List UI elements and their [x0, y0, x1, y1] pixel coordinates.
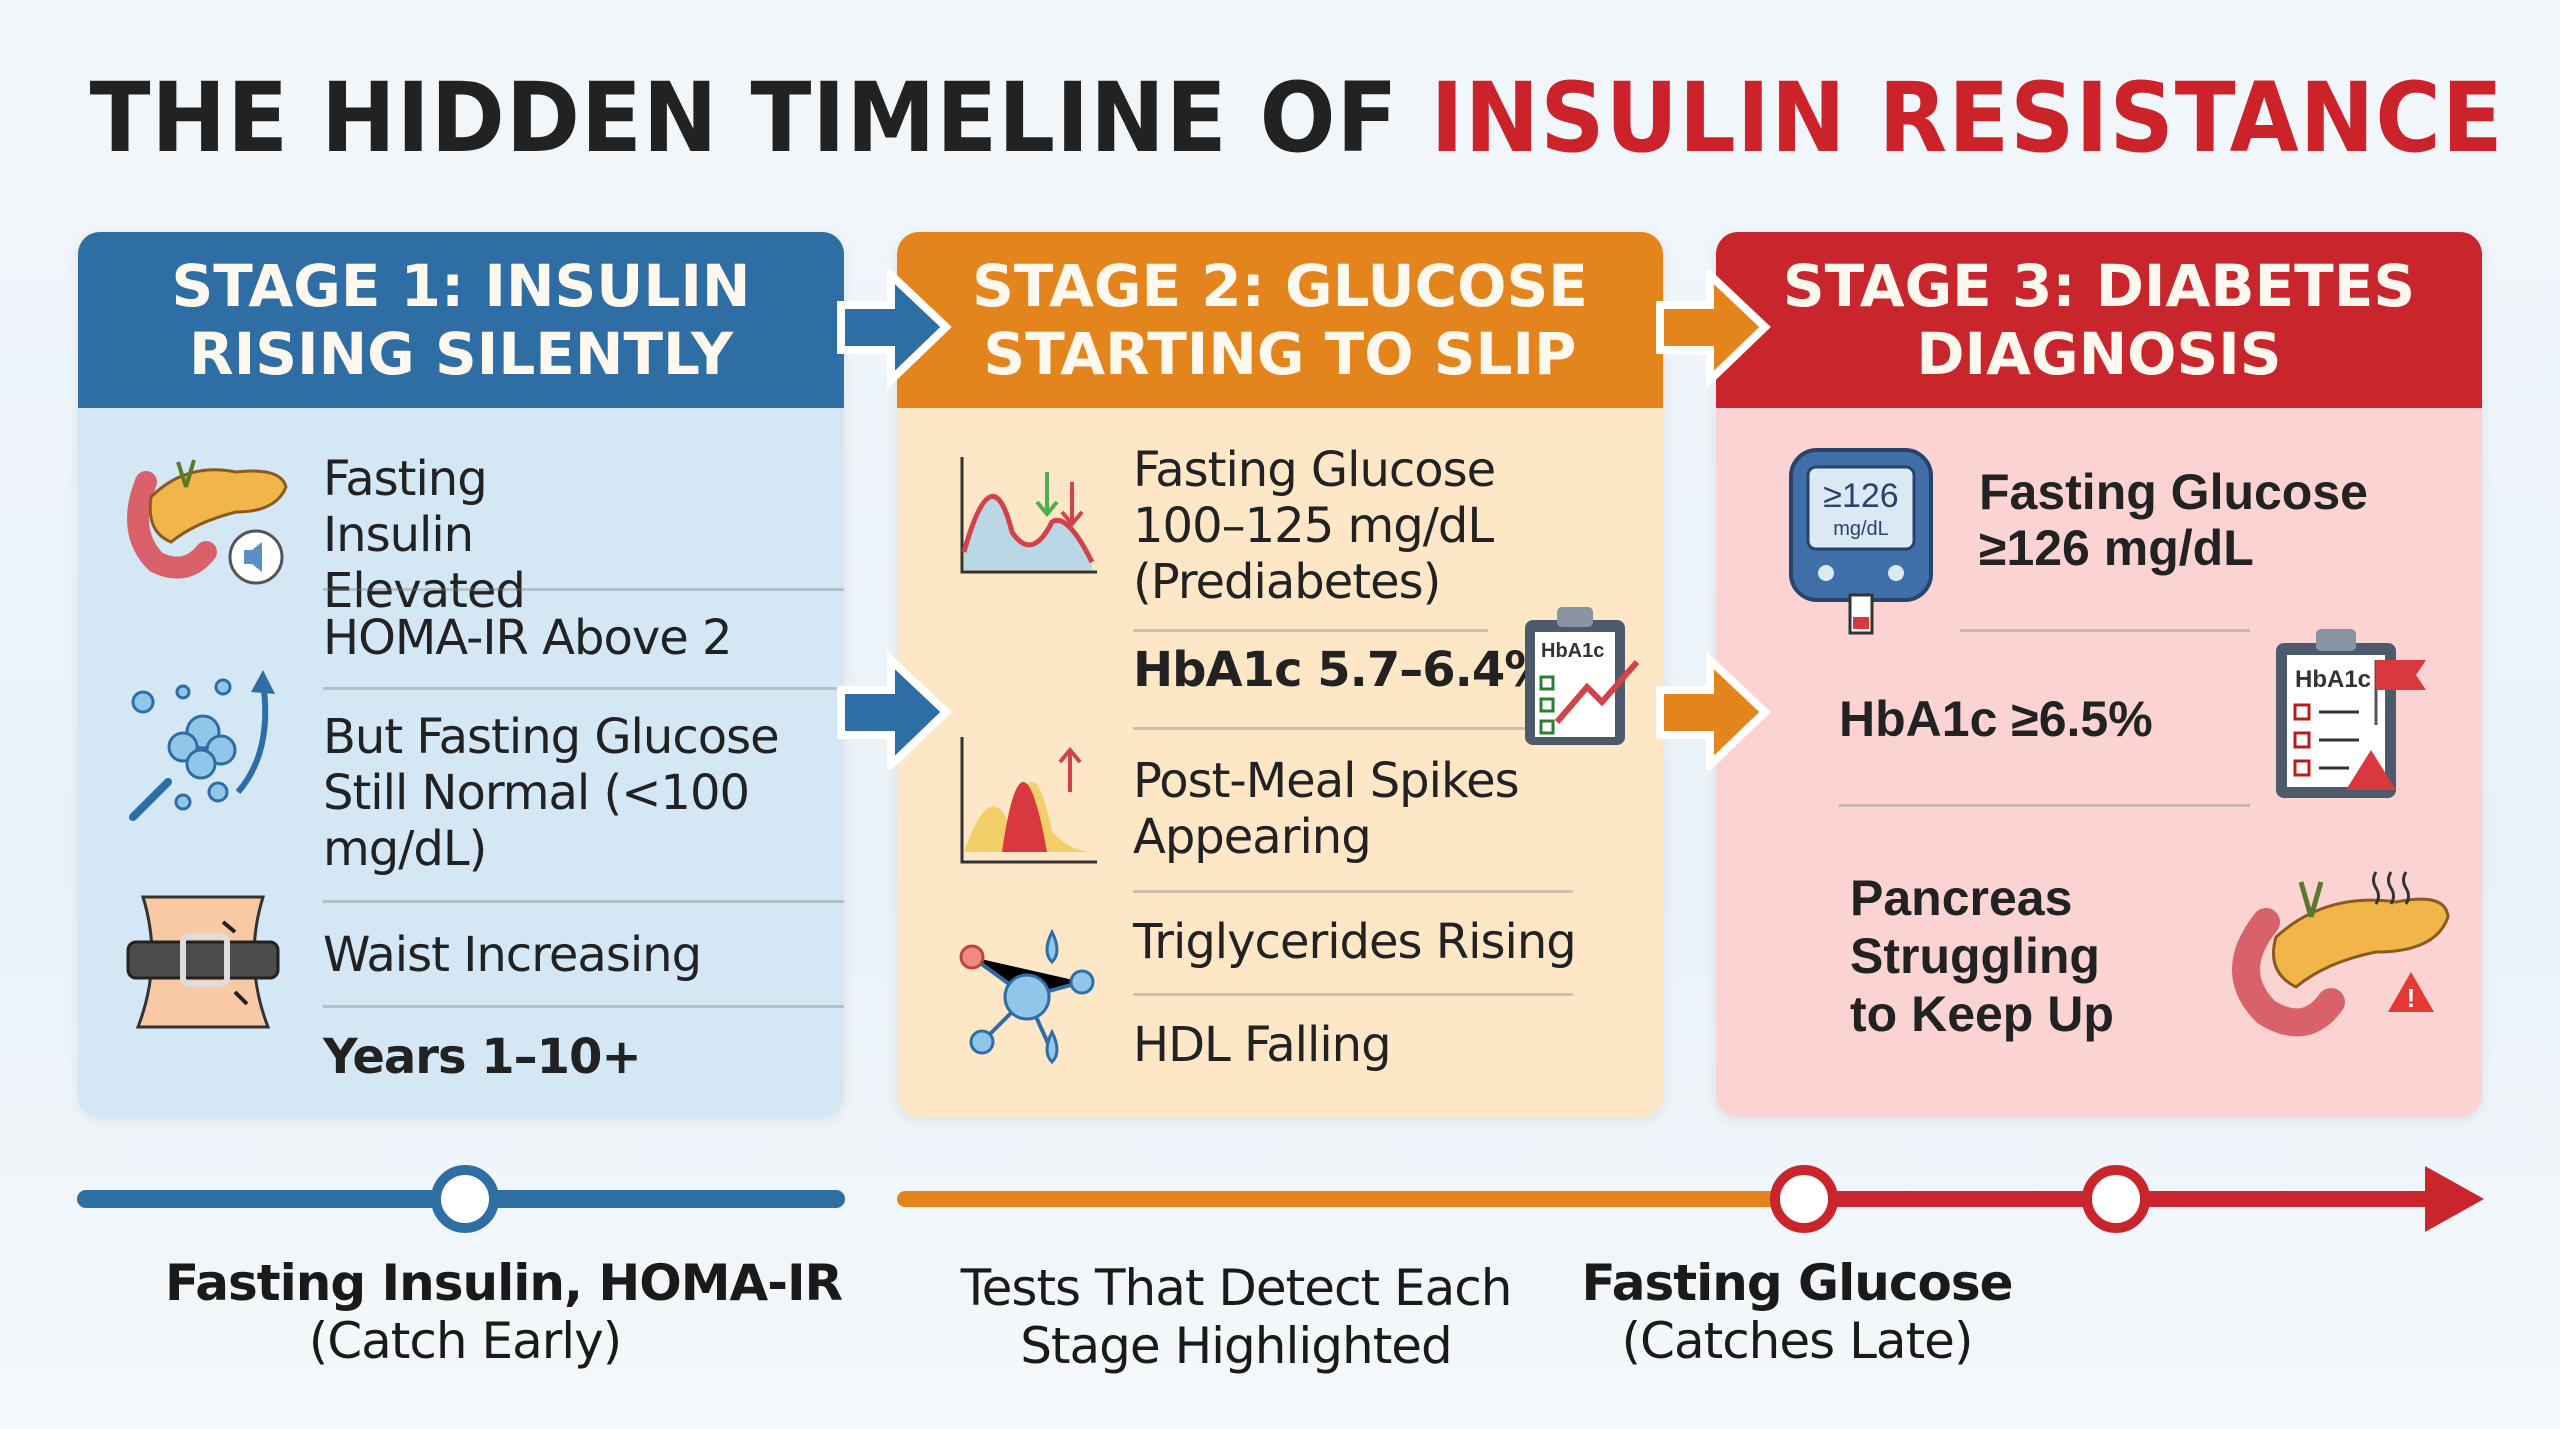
- divider: [323, 588, 844, 591]
- divider: [1133, 890, 1573, 893]
- hba1c-clipboard-flag-icon: HbA1c: [2276, 629, 2426, 798]
- molecule-icon: [959, 928, 1095, 1065]
- hba1c-clipboard-icon: HbA1c: [1525, 607, 1640, 745]
- timeline-marker: [2082, 1165, 2150, 1233]
- divider: [323, 687, 844, 690]
- pancreas-icon: [127, 459, 288, 585]
- stage-2-panel: STAGE 2: GLUCOSE STARTING TO SLIP Fastin…: [897, 232, 1663, 1117]
- middle-label-line2: Stage Highlighted: [1020, 1317, 1453, 1375]
- spike-chart-icon: [960, 737, 1097, 864]
- middle-label-line1: Tests That Detect Each: [960, 1259, 1513, 1317]
- arrow-right-icon: [837, 650, 952, 770]
- stage-2-item: Post-Meal Spikes Appearing: [1133, 753, 1520, 865]
- divider: [1133, 727, 1573, 730]
- left-label-title: Fasting Insulin, HOMA-IR: [165, 1254, 843, 1312]
- glucose-chart-icon: [960, 457, 1097, 574]
- glucose-meter-icon: ≥126 mg/dL: [1789, 448, 1933, 635]
- clipboard-label: HbA1c: [2295, 666, 2371, 693]
- stage-3-item: Pancreas Struggling to Keep Up: [1850, 870, 2114, 1042]
- belt-waist-icon: [126, 895, 280, 1029]
- stage-1-item: But Fasting Glucose Still Normal (<100 m…: [323, 709, 780, 877]
- divider: [323, 1005, 844, 1008]
- stage-2-header: STAGE 2: GLUCOSE STARTING TO SLIP: [897, 232, 1663, 408]
- stage-2-item: HbA1c 5.7–6.4%: [1133, 642, 1552, 698]
- stage-1-to-2-arrows: [837, 270, 952, 770]
- svg-text:!: !: [2407, 983, 2416, 1013]
- timeline-right-label: Fasting Glucose (Catches Late): [1497, 1254, 2097, 1370]
- stage-1-item: HOMA-IR Above 2: [323, 610, 733, 666]
- pancreas-warning-icon: !: [2232, 871, 2450, 1037]
- timeline-marker: [1770, 1165, 1838, 1233]
- title-accent: INSULIN RESISTANCE: [1430, 62, 2504, 174]
- stage-1-item: Waist Increasing: [323, 927, 702, 983]
- timeline-marker: [431, 1165, 499, 1233]
- stage-1-item: Years 1–10+: [323, 1029, 642, 1085]
- right-label-sub: (Catches Late): [1621, 1312, 1974, 1370]
- clipboard-label: HbA1c: [1541, 640, 1604, 662]
- cells-arrow-icon: [129, 670, 275, 821]
- stage-3-panel: STAGE 3: DIABETES DIAGNOSIS Fasting Gluc…: [1716, 232, 2482, 1117]
- timeline-left-label: Fasting Insulin, HOMA-IR (Catch Early): [165, 1254, 843, 1370]
- divider: [1960, 629, 2250, 632]
- stage-2-item: Triglycerides Rising: [1133, 914, 1577, 970]
- title-main: THE HIDDEN TIMELINE OF: [89, 62, 1399, 174]
- divider: [1133, 993, 1573, 996]
- timeline-middle-label: Tests That Detect Each Stage Highlighted: [936, 1259, 1536, 1375]
- stage-1-item: Fasting Insulin Elevated: [323, 451, 526, 619]
- stage-3-item: HbA1c ≥6.5%: [1839, 691, 2153, 747]
- divider: [323, 900, 844, 903]
- stage-2-item: HDL Falling: [1133, 1017, 1392, 1073]
- meter-value: ≥126: [1823, 477, 1898, 515]
- timeline-arrowhead-icon: [2425, 1166, 2484, 1232]
- stage-2-to-3-arrows: [1656, 270, 1771, 770]
- stage-1-header: STAGE 1: INSULIN RISING SILENTLY: [78, 232, 844, 408]
- stage-1-panel: STAGE 1: INSULIN RISING SILENTLY Fasting…: [78, 232, 844, 1117]
- page-title: THE HIDDEN TIMELINE OF INSULIN RESISTANC…: [89, 62, 2503, 174]
- stage-2-item: Fasting Glucose 100–125 mg/dL (Prediabet…: [1133, 442, 1496, 610]
- stage-3-item: Fasting Glucose ≥126 mg/dL: [1979, 464, 2368, 576]
- stage-3-header: STAGE 3: DIABETES DIAGNOSIS: [1716, 232, 2482, 408]
- timeline: [77, 1165, 2484, 1233]
- arrow-right-icon: [1656, 650, 1771, 770]
- right-label-title: Fasting Glucose: [1581, 1254, 2014, 1312]
- arrow-right-icon: [1656, 270, 1771, 390]
- divider: [1839, 804, 2250, 807]
- meter-unit: mg/dL: [1833, 518, 1889, 540]
- left-label-sub: (Catch Early): [308, 1312, 623, 1370]
- divider: [1133, 629, 1488, 632]
- arrow-right-icon: [837, 270, 952, 390]
